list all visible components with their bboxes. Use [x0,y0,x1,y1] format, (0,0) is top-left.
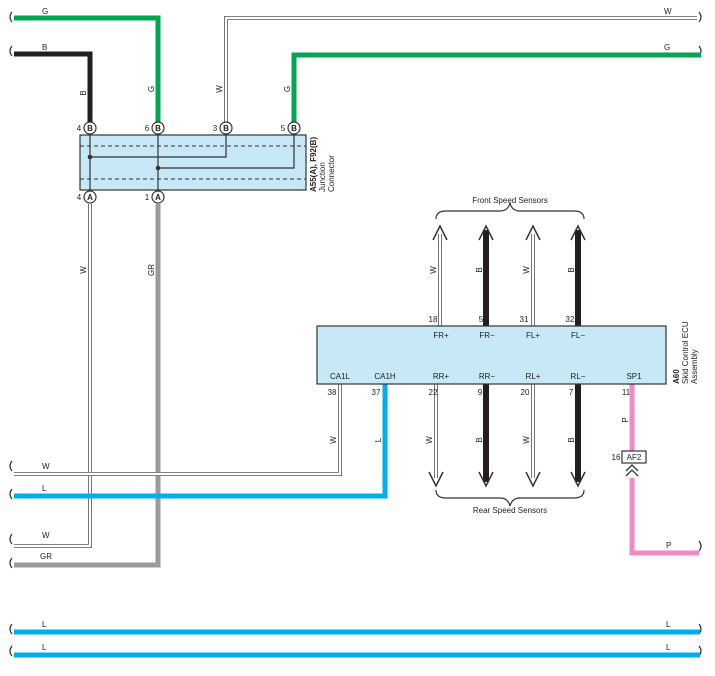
ecu-bottom-term-6: RL− [571,372,586,381]
rear-sensors-brace [435,489,585,507]
rear-wire-label-2: B [475,437,484,442]
ecu-top-term-2: FR− [479,331,495,340]
jc-bottom-pin-2: 1 [145,193,150,202]
ecu-bottom-pin-4: 9 [478,388,483,397]
ecu-bottom-term-2: CA1H [374,372,396,381]
junction-name-group: A55(A), F92(B) Junction Connector [309,137,336,192]
edge-label-w-left-1: W [42,462,50,471]
front-wire-label-4: B [567,267,576,272]
wire-label-w-ca1l: W [329,436,338,444]
ecu-name-group: A60 Skid Control ECU Assembly [672,321,699,384]
edge-label-l-bus1-left: L [42,620,47,629]
wire-label-w: W [215,85,224,93]
ecu-bottom-pin-3: 22 [429,388,438,397]
wire-label-g: G [147,86,156,92]
rear-wire-label-1: W [425,436,434,444]
edge-label-b-left: B [42,43,47,52]
front-wire-label-2: B [475,267,484,272]
wire-label-w-down: W [79,266,88,274]
junction-pin-circles [83,121,301,204]
edge-label-g-left: G [42,7,48,16]
jc-top-conn-2: B [155,124,161,133]
edge-label-l-bus2-right: L [666,643,671,652]
wire-label-g2: G [283,86,292,92]
junction-name: A55(A), F92(B) [309,137,318,192]
ecu-top-term-4: FL− [571,331,585,340]
edge-label-w-right: W [664,7,672,16]
jc-top-pin-3: 3 [213,124,218,133]
ecu-code: A60 [672,369,681,384]
ecu-bottom-term-5: RL+ [526,372,541,381]
junction-sub2: Connector [327,155,336,192]
ecu-bottom-term-3: RR+ [433,372,450,381]
front-sensors-label: Front Speed Sensors [472,196,548,205]
af2-connector-box [621,450,647,464]
jc-top-pin-1: 4 [77,124,82,133]
wire-white-ca1l [14,384,342,476]
wire-gray [14,204,161,568]
jc-bottom-conn-2: A [155,193,161,202]
front-sensors-brace [435,202,585,220]
ecu-top-term-3: FL+ [526,331,540,340]
edge-label-gr-left: GR [40,552,52,561]
wire-label-b: B [79,90,88,95]
ecu-top-term-1: FR+ [433,331,449,340]
ecu-top-pin-3: 31 [520,315,529,324]
wire-white-top-outline [224,16,697,124]
wire-black [14,51,93,124]
ecu-name1: Skid Control ECU [681,321,690,384]
ecu-bottom-pin-5: 20 [521,388,530,397]
af2-pin: 16 [612,453,621,462]
jc-top-conn-1: B [87,124,93,133]
rear-wire-label-4: B [567,437,576,442]
jc-top-pin-4: 5 [281,124,286,133]
edge-label-l-left-1: L [42,484,47,493]
af2-chevrons [625,464,639,477]
ecu-bottom-term-7: SP1 [626,372,642,381]
af2-label: AF2 [627,453,642,462]
rear-sensors-label: Rear Speed Sensors [473,506,547,515]
ecu-top-pin-2: 5 [479,315,484,324]
ecu-name2: Assembly [690,349,699,384]
edge-label-w-left-2: W [42,531,50,540]
wire-green-left [14,15,161,124]
jc-top-conn-4: B [291,124,297,133]
jc-top-conn-3: B [223,124,229,133]
jc-bottom-conn-1: A [87,193,93,202]
edge-label-g-right: G [664,43,670,52]
wire-label-gr-down: GR [147,264,156,276]
front-wire-label-3: W [522,266,531,274]
edge-label-p-right: P [666,541,671,550]
jc-top-pin-2: 6 [145,124,150,133]
ecu-box [316,325,667,385]
ecu-bottom-pin-2: 37 [372,388,381,397]
wire-label-l-ca1h: L [374,437,383,442]
ecu-bottom-pin-1: 38 [328,388,337,397]
rear-wire-label-3: W [522,436,531,444]
edge-label-l-bus1-right: L [666,620,671,629]
junction-connector-box [79,134,307,191]
ecu-bottom-pin-6: 7 [569,388,574,397]
front-sensor-wires [432,224,586,326]
wire-green-right [291,52,701,124]
jc-bottom-pin-1: 4 [77,193,82,202]
front-wire-label-1: W [429,266,438,274]
ecu-top-pin-1: 18 [429,315,438,324]
ecu-bottom-term-4: RR− [479,372,496,381]
wire-label-p-sp1: P [621,417,630,422]
edge-label-l-bus2-left: L [42,643,47,652]
ecu-bottom-pin-7: 11 [622,388,631,397]
ecu-top-pin-4: 32 [566,315,575,324]
ecu-bottom-term-1: CA1L [330,372,351,381]
rear-sensor-wires [428,384,586,488]
junction-sub1: Junction [318,162,327,192]
wire-blue-ca1h [14,384,388,499]
